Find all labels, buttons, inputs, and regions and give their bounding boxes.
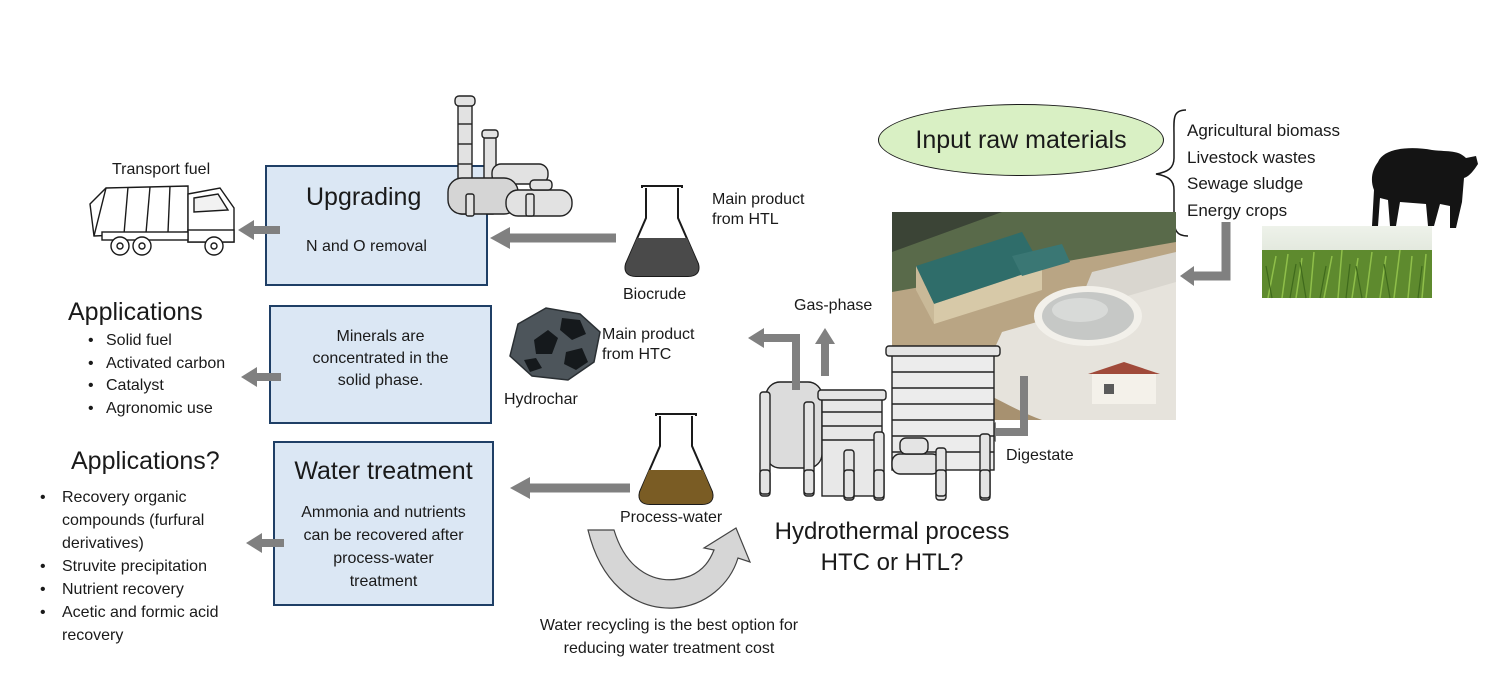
digestate-label: Digestate [1006,447,1074,464]
minerals-to-applications-arrow [241,367,281,387]
applications-item: Catalyst [84,375,225,398]
water-treatment-text: Ammonia and nutrients can be recovered a… [273,501,494,593]
reactor-illustration [759,345,1001,501]
reactor-illustration-lower [759,469,991,499]
applications-item: Activated carbon [84,353,225,376]
water-to-treatment-arrow [510,477,630,499]
input-item: Livestock wastes [1187,147,1316,167]
hydrothermal-line: HTC or HTL? [820,549,964,576]
applications-question-line: Recovery organic [62,489,187,506]
water-treatment-line: treatment [349,573,418,590]
applications-question-item: Acetic and formic acid recovery [40,601,219,647]
applications-question-title: Applications? [71,447,220,475]
water-treatment-box [273,441,494,606]
raw-materials-arrow [1180,222,1231,286]
transport-fuel-label: Transport fuel [112,161,211,178]
applications-title: Applications [68,298,203,326]
input-list: Agricultural biomass Livestock wastes Se… [1187,118,1340,224]
upgrading-to-truck-arrow [238,220,280,240]
applications-question-item: Struvite precipitation [40,555,219,578]
input-item: Sewage sludge [1187,174,1304,193]
hydrochar-icon [509,307,601,381]
biogas-plant-photo [892,212,1176,420]
input-item: Energy crops [1187,200,1288,220]
process-water-flask-icon [638,413,714,505]
process-water-label: Process-water [620,509,723,526]
upgrading-title: Upgrading [306,183,422,211]
water-recycling-line: Water recycling is the best option for [539,617,799,634]
upgrading-text: N and O removal [306,238,427,255]
cow-icon [1371,148,1478,228]
hydrothermal-line: Hydrothermal process [774,518,1010,545]
input-title: Input raw materials [915,126,1127,154]
water-treatment-line: can be recovered after [303,527,464,544]
applications-item: Agronomic use [84,398,225,421]
applications-list: Solid fuel Activated carbon Catalyst Agr… [84,330,225,421]
applications-question-line: derivatives) [62,535,144,552]
main-product-htl-label: Main product from HTL [712,190,805,230]
crop-field-icon [1262,226,1432,299]
gas-phase-arrows [748,328,835,390]
biocrude-flask-icon [624,185,700,277]
treatment-to-applications-arrow [246,533,284,553]
minerals-box [269,305,492,424]
water-treatment-title: Water treatment [294,457,473,485]
applications-question-line: compounds (furfural [62,512,205,529]
main-product-htc-line: Main product [602,326,695,343]
water-treatment-line: process-water [333,550,434,567]
minerals-line: solid phase. [337,372,424,389]
applications-question-line: Nutrient recovery [62,581,184,598]
water-recycling-line: reducing water treatment cost [563,640,775,657]
truck-icon [89,185,235,256]
applications-item: Solid fuel [84,330,225,353]
applications-question-list: Recovery organic compounds (furfural der… [40,486,219,647]
applications-question-item: Recovery organic compounds (furfural der… [40,486,219,555]
main-product-htc-line: from HTC [602,346,672,363]
water-recycling-arrow [587,527,752,609]
main-product-htc-label: Main product from HTC [602,325,695,365]
water-recycling-label: Water recycling is the best option for r… [508,614,830,660]
applications-question-line: Struvite precipitation [62,558,207,575]
hydrothermal-label: Hydrothermal process HTC or HTL? [738,516,1046,578]
gas-phase-label: Gas-phase [794,297,873,314]
applications-question-item: Nutrient recovery [40,578,219,601]
biocrude-label: Biocrude [623,286,687,303]
minerals-line: Minerals are [336,328,425,345]
input-ellipse [878,104,1164,176]
applications-question-line: Acetic and formic acid [62,604,219,621]
biocrude-to-upgrading-arrow [490,227,616,249]
minerals-text: Minerals are concentrated in the solid p… [269,326,492,392]
main-product-htl-line: from HTL [712,211,779,228]
refinery-icon [447,95,573,217]
water-treatment-line: Ammonia and nutrients [301,504,466,521]
main-product-htl-line: Main product [712,191,805,208]
applications-question-line: recovery [62,627,124,644]
input-item: Agricultural biomass [1187,121,1341,140]
hydrochar-label: Hydrochar [504,391,578,408]
minerals-line: concentrated in the [312,350,449,367]
